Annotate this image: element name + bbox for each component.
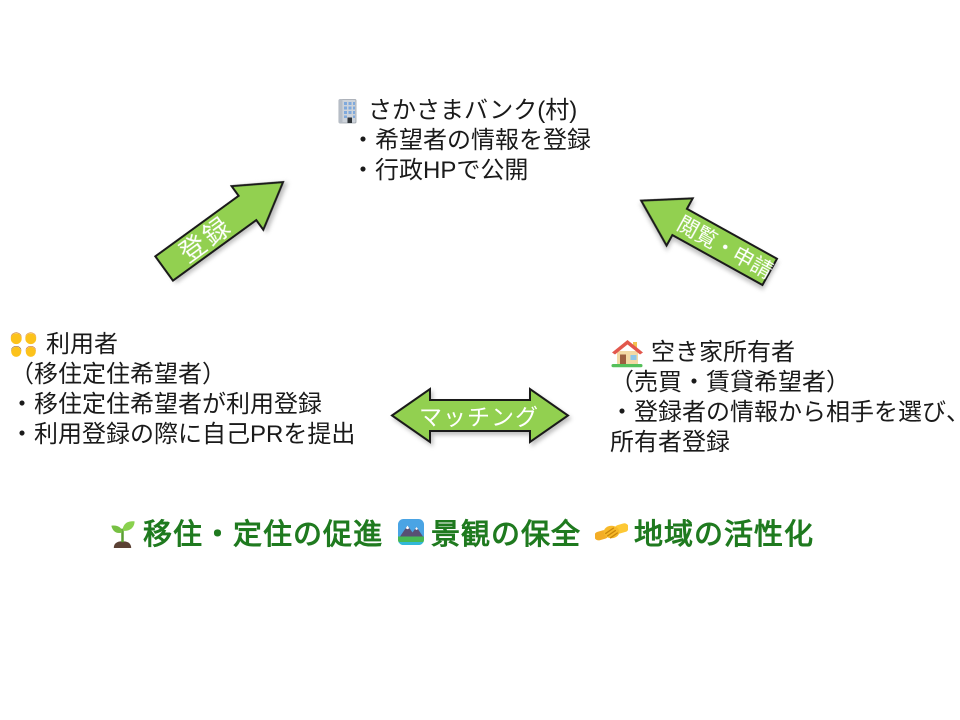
user-line-1: （移住定住希望者） [10,361,226,388]
owner-title: 空き家所有者 [651,339,795,366]
bank-line-1: ・希望者の情報を登録 [351,127,591,154]
goal-item-landscape: 景観の保全 [397,511,581,553]
goal-label-migration: 移住・定住の促進 [143,519,384,551]
goals-row: 移住・定住の促進 景観の保全 [108,511,814,553]
handshake-icon [595,523,629,541]
bank-block: さかさまバンク(村) ・希望者の情報を登録 ・行政HPで公開 [334,96,591,186]
goal-item-migration: 移住・定住の促進 [108,511,383,553]
user-block: 利用者 （移住定住希望者） ・移住定住希望者が利用登録 ・利用登録の際に自己PR… [8,330,355,450]
matching-arrow-label: マッチング [419,404,539,430]
user-title: 利用者 [46,331,118,358]
family-icon [10,332,37,357]
house-icon [611,340,643,368]
bank-title: さかさまバンク(村) [368,97,578,124]
register-arrow: 登録 [146,157,301,292]
landscape-icon [398,519,425,545]
goal-item-revitalization: 地域の活性化 [595,511,814,553]
office-building-icon [338,98,357,123]
owner-line-3: 所有者登録 [610,429,730,456]
view-apply-arrow: 閲覧・申請 [625,174,784,297]
seedling-icon [111,520,135,548]
owner-block: 空き家所有者 （売買・賃貸希望者） ・登録者の情報から相手を選び、 所有者登録 [610,338,960,458]
user-line-2: ・移住定住希望者が利用登録 [10,391,322,418]
view-apply-arrow-label: 閲覧・申請 [673,213,776,284]
goal-label-landscape: 景観の保全 [431,519,582,551]
user-line-3: ・利用登録の際に自己PRを提出 [10,421,356,448]
matching-arrow: マッチング [390,383,570,448]
bank-line-2: ・行政HPで公開 [351,157,529,184]
goal-label-revitalization: 地域の活性化 [634,519,815,551]
owner-line-2: ・登録者の情報から相手を選び、 [610,399,960,426]
owner-line-1: （売買・賃貸希望者） [610,369,850,396]
